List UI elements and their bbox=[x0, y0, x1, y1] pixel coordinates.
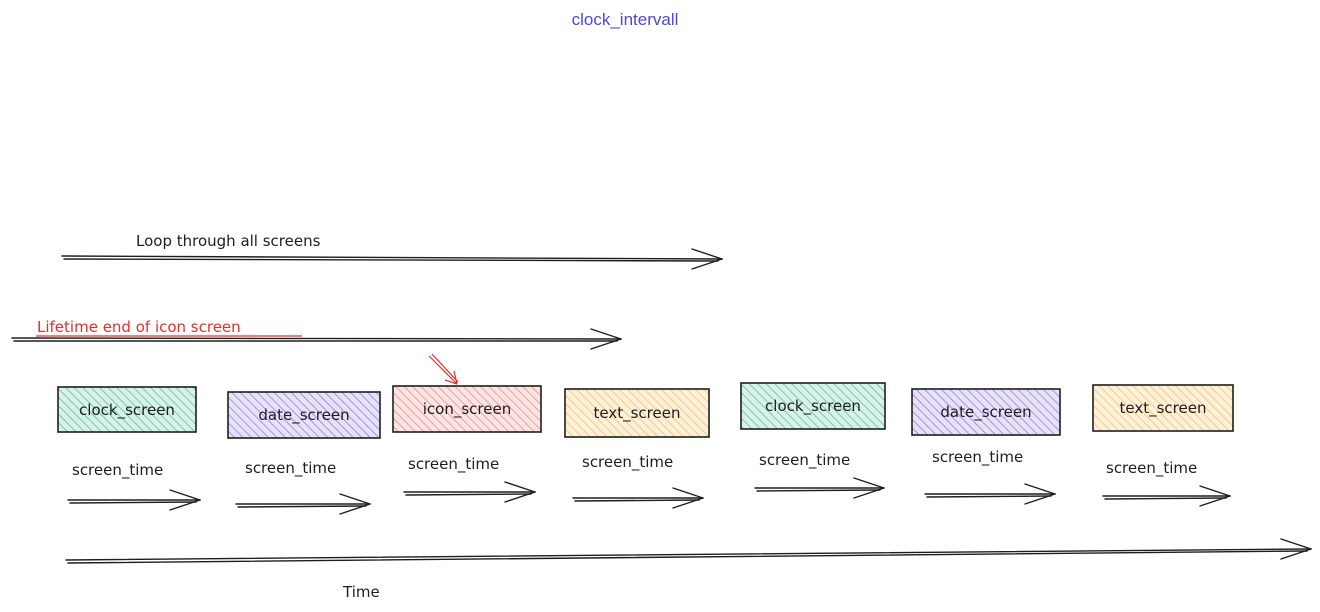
screen-time-label: screen_time bbox=[72, 461, 164, 479]
screen-time-label: screen_time bbox=[1106, 459, 1198, 477]
screen-box-label: clock_screen bbox=[765, 397, 861, 415]
lifetime-pointer-arrow bbox=[428, 353, 459, 385]
screen-time-arrow bbox=[924, 483, 1056, 505]
screen-time-arrow bbox=[1102, 485, 1231, 507]
screen-box-label: text_screen bbox=[593, 404, 681, 422]
screen-box-text: text_screen bbox=[565, 389, 709, 437]
diagram-title: clock_intervall bbox=[571, 10, 679, 29]
screen-time-label: screen_time bbox=[408, 455, 500, 473]
screen-box-label: clock_screen bbox=[79, 400, 175, 419]
screen-box-fill bbox=[564, 388, 710, 438]
screen-time-label: screen_time bbox=[582, 453, 674, 471]
screen-box-fill bbox=[911, 388, 1061, 436]
loop-label: Loop through all screens bbox=[136, 232, 321, 250]
screen-time-arrow bbox=[572, 487, 704, 509]
loop-arrow bbox=[61, 248, 723, 270]
screen-box-date: date_screen bbox=[228, 392, 380, 438]
screen-box-label: icon_screen bbox=[422, 400, 512, 418]
screen-time-arrow bbox=[235, 493, 371, 515]
screen-box-fill bbox=[57, 386, 197, 433]
screen-box-fill bbox=[740, 382, 886, 430]
screen-time-label: screen_time bbox=[245, 459, 337, 477]
screen-box-clock: clock_screen bbox=[58, 387, 196, 432]
screen-time-label: screen_time bbox=[932, 448, 1024, 466]
screen-box-clock: clock_screen bbox=[741, 383, 885, 429]
screen-time-label: screen_time bbox=[759, 451, 851, 469]
screen-box-date: date_screen bbox=[912, 389, 1060, 435]
screen-box-icon: icon_screen bbox=[393, 386, 541, 432]
screen-time-arrow bbox=[754, 477, 885, 499]
screen-time-arrow bbox=[403, 481, 536, 503]
screen-box-label: text_screen bbox=[1119, 399, 1207, 417]
screen-box-fill bbox=[227, 391, 381, 439]
screen-time-arrow bbox=[67, 489, 201, 511]
time-axis-label: Time bbox=[343, 583, 380, 601]
screen-box-fill bbox=[1092, 384, 1234, 432]
screen-box-fill bbox=[392, 385, 542, 433]
screen-box-label: date_screen bbox=[940, 403, 1032, 421]
screen-box-text: text_screen bbox=[1093, 385, 1233, 431]
screen-box-label: date_screen bbox=[258, 406, 350, 424]
lifetime-label: Lifetime end of icon screen bbox=[37, 318, 241, 336]
time-axis-arrow bbox=[65, 538, 1312, 564]
lifetime-arrow bbox=[11, 328, 622, 350]
